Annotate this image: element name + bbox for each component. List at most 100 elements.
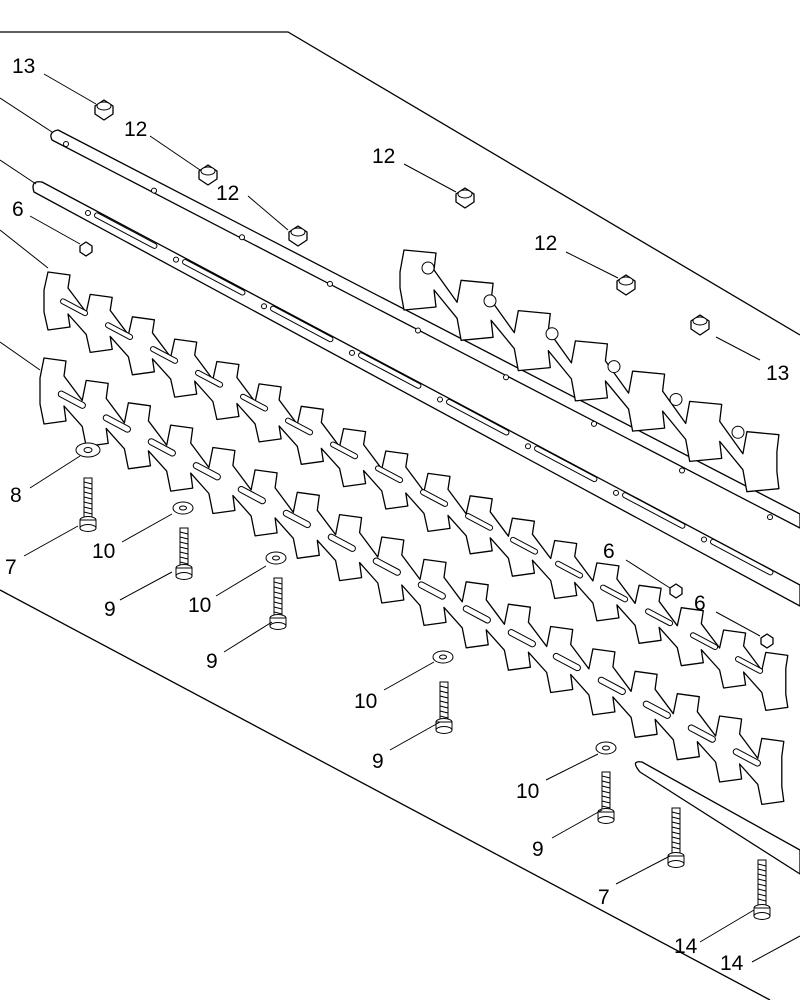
spacer [760,633,774,649]
diagram-frame [0,31,800,1000]
blade-slot [735,656,764,674]
callout-12: 12 [216,182,239,205]
strip-hole [503,374,509,381]
callout-12: 12 [124,118,147,141]
plate-hole [525,443,531,450]
blade-hole [483,294,497,308]
plate-hole [437,396,443,403]
callout-10: 10 [516,780,539,803]
plate-slot [270,305,334,343]
callout-9: 9 [206,650,218,673]
plate-hole [701,536,707,543]
washer [432,650,454,664]
blade-slot [375,465,404,484]
callout-13: 13 [12,55,35,78]
strip-hole [327,280,333,287]
callout-8: 8 [10,484,22,507]
blade-hole [545,327,559,341]
bolt [435,681,453,734]
blade-slot [60,298,89,317]
nut [616,274,636,296]
nut [455,187,475,209]
callout-14: 14 [720,952,744,975]
strip-hole [767,514,773,521]
plate-hole [173,256,179,263]
callout-7: 7 [598,886,610,909]
callout-12: 12 [372,145,395,168]
upper-strip-holes [63,141,773,521]
blade-slot [330,441,359,460]
blade-slot [507,629,536,648]
blade-hole [607,360,621,374]
callout-9: 9 [532,838,544,861]
blade-slot [552,652,581,672]
strip-hole [591,420,597,427]
bolt [269,577,287,630]
strip-hole [239,234,245,241]
blade-slot [597,676,626,696]
plate-slot [182,259,246,296]
spacer [79,241,93,257]
callout-10: 10 [188,594,211,617]
nut [198,164,218,186]
plate-slot [622,492,686,529]
bottom-strip [634,761,800,875]
blade-slot [465,513,494,531]
bolt [175,527,193,580]
callout-13: 13 [766,362,789,385]
blade-slot [510,536,539,555]
upper-strip [50,129,800,529]
blade-slot [732,748,761,767]
blade-slot [282,509,311,529]
blade-slot [417,581,446,600]
nut [94,99,114,121]
washer [172,501,194,515]
plate-hole [613,489,619,496]
blade-slot [690,632,719,651]
blade-slot [645,608,674,627]
strip-hole [679,467,685,474]
blade-slot [195,369,224,388]
callout-9: 9 [104,598,116,621]
blade-slot [240,393,269,412]
blade-slot [285,417,314,436]
blade-hole [669,392,683,406]
plate-slot [94,212,158,249]
plate-slot [446,398,510,436]
blade-slot [147,438,176,457]
strip-hole [151,187,157,194]
blade-hole [421,261,435,275]
callout-7: 7 [5,556,17,579]
blade-slot [57,390,86,409]
callout-labels: 13 12 12 12 12 13 6 6 6 8 7 10 9 10 9 10… [5,55,789,975]
top-right-blade [399,249,780,493]
washer [265,551,287,565]
blade-slot [642,700,671,719]
bolt [79,477,97,532]
blade-slot [102,414,131,433]
nut [690,314,710,336]
blade-slot [462,605,491,624]
nut [288,225,308,247]
bolt [667,807,685,868]
plate-hole [261,303,267,310]
callout-12: 12 [534,232,557,255]
callout-10: 10 [354,690,377,713]
washer [595,741,617,755]
plate-slot [358,352,422,389]
blade-hole [731,425,745,439]
guide-plate [32,181,800,607]
plate-hole [85,210,91,216]
blade-slot [150,346,179,364]
blade-slot [327,533,356,552]
callout-6: 6 [12,198,24,221]
plate-slot [534,445,598,483]
plate-hole [349,349,355,356]
blade-slot [687,724,716,743]
upper-blade [43,271,789,712]
blade-slot [105,322,134,340]
blade-slot [192,462,221,481]
callout-6: 6 [603,540,615,563]
lower-blade [39,357,785,806]
blade-slot [420,489,449,507]
